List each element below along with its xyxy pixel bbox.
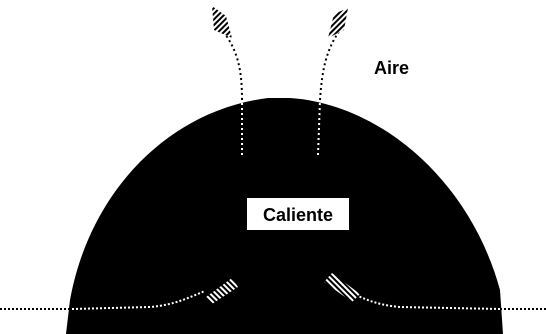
air-label: Aire [374, 58, 409, 78]
hot-label: Caliente [263, 205, 333, 225]
